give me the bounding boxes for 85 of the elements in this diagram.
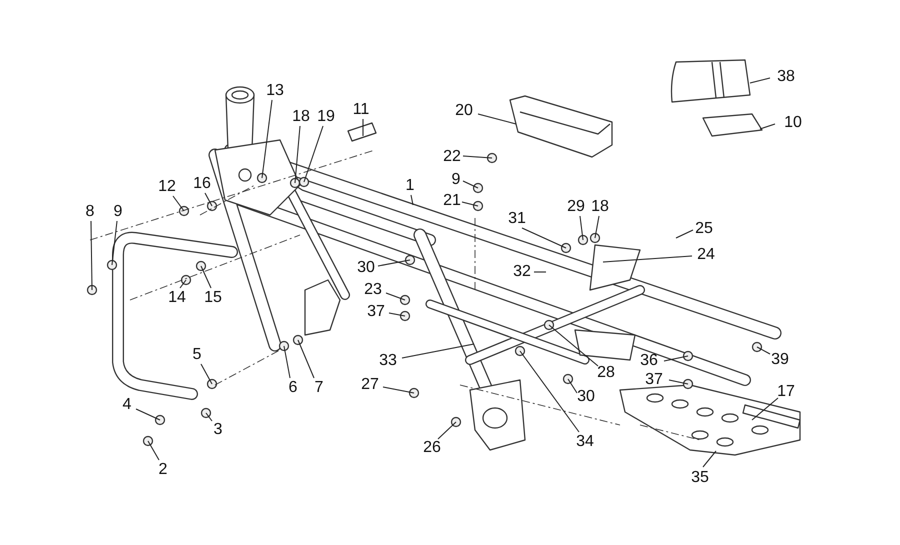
callout-number: 15 <box>204 290 222 306</box>
callout-number: 38 <box>777 69 795 85</box>
leader-line <box>602 256 692 262</box>
callout-number: 21 <box>443 193 461 209</box>
leader-line <box>750 78 770 84</box>
callout-number: 27 <box>361 377 379 393</box>
leader-line <box>580 216 584 240</box>
callout-number: 4 <box>122 397 132 413</box>
leader-line <box>136 408 160 420</box>
callout-number: 23 <box>364 282 382 298</box>
callout-number: 28 <box>597 365 615 381</box>
leader-line <box>664 356 688 362</box>
leader-line <box>262 100 272 178</box>
callout-number: 37 <box>645 372 663 388</box>
callout-number: 20 <box>455 103 473 119</box>
leader-line <box>284 346 290 378</box>
leader-line <box>200 364 212 384</box>
leader-line <box>594 216 600 238</box>
leader-line <box>462 180 478 188</box>
leader-line <box>112 220 118 266</box>
callout-number: 35 <box>691 470 709 486</box>
callout-number: 17 <box>777 384 795 400</box>
leader-line <box>478 114 516 124</box>
leader-line <box>200 266 212 288</box>
callout-number: 5 <box>192 347 202 363</box>
callout-number: 26 <box>423 440 441 456</box>
callout-number: 1 <box>406 178 414 194</box>
leader-line <box>294 126 300 184</box>
leader-line <box>378 260 410 266</box>
leader-line <box>204 192 212 206</box>
callout-number: 8 <box>86 204 94 220</box>
callout-number: 18 <box>591 199 609 215</box>
leader-line <box>298 340 314 378</box>
callout-number: 18 <box>292 109 310 125</box>
leader-line <box>90 220 92 290</box>
callout-number: 32 <box>513 264 531 280</box>
callout-number: 31 <box>508 211 526 227</box>
callout-number: 2 <box>158 462 168 478</box>
callout-number: 13 <box>266 83 284 99</box>
leader-line <box>462 202 478 206</box>
leader-line <box>304 126 324 182</box>
leader-line <box>206 412 212 422</box>
callout-number: 12 <box>158 179 176 195</box>
leader-line <box>388 312 406 316</box>
leader-line <box>438 422 456 440</box>
leader-line <box>462 156 492 158</box>
leader-line <box>522 228 566 248</box>
leader-line <box>702 450 716 468</box>
leader-line <box>402 344 474 358</box>
callout-number: 16 <box>193 176 211 192</box>
callout-number: 34 <box>576 434 594 450</box>
callout-number: 22 <box>443 149 461 165</box>
callout-number: 33 <box>379 353 397 369</box>
leader-line <box>676 230 694 238</box>
callout-number: 36 <box>640 353 658 369</box>
leader-line <box>410 194 414 206</box>
leader-line <box>148 440 160 460</box>
callout-number: 6 <box>288 380 298 396</box>
leader-line <box>180 280 186 288</box>
callout-number: 19 <box>317 109 335 125</box>
leader-line <box>548 324 598 366</box>
callout-number: 10 <box>784 115 802 131</box>
callout-number: 3 <box>214 422 222 438</box>
callout-number: 11 <box>352 102 370 118</box>
leader-line <box>172 196 184 212</box>
leader-line <box>362 118 364 136</box>
callout-number: 39 <box>771 352 789 368</box>
leader-line <box>386 292 406 300</box>
callout-number: 30 <box>357 260 375 276</box>
leader-line <box>520 350 580 432</box>
callout-number: 9 <box>114 204 122 220</box>
callout-number: 14 <box>168 290 186 306</box>
leader-line <box>382 386 414 394</box>
callout-number: 24 <box>697 247 715 263</box>
leader-line <box>756 346 770 354</box>
callout-number: 9 <box>452 172 460 188</box>
callout-number: 25 <box>695 221 713 237</box>
callout-number: 37 <box>367 304 385 320</box>
callout-number: 29 <box>567 199 585 215</box>
callout-number: 30 <box>577 389 595 405</box>
leader-line <box>668 380 688 384</box>
leader-line <box>760 124 776 130</box>
leader-line <box>752 398 778 420</box>
callout-number: 7 <box>314 380 324 396</box>
leader-line <box>568 378 578 394</box>
